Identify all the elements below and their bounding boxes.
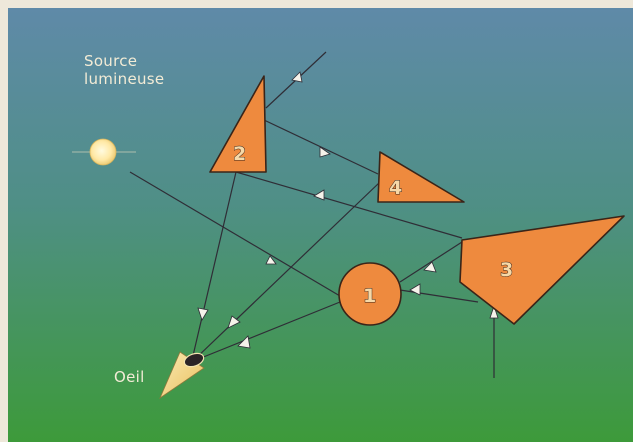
source-label-line1: Source xyxy=(84,52,137,70)
object-1: 1 xyxy=(339,263,401,325)
source-label-line2: lumineuse xyxy=(84,70,164,88)
paper-border-top xyxy=(0,0,633,8)
eye-label: Oeil xyxy=(114,368,145,386)
object-2-number: 2 xyxy=(233,143,246,165)
paper-border-left xyxy=(0,0,8,442)
object-3-number: 3 xyxy=(500,259,513,281)
object-1-number: 1 xyxy=(363,285,376,307)
object-4-number: 4 xyxy=(389,177,402,199)
light-source-sun-icon xyxy=(90,139,116,165)
